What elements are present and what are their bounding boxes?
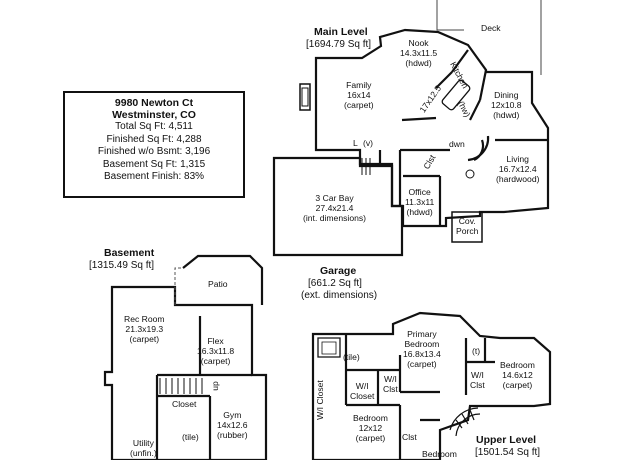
basement-area: [1315.49 Sq ft]: [89, 260, 155, 271]
tub: [317, 337, 341, 358]
finished-sqft: Finished Sq Ft: 4,288: [106, 133, 202, 145]
porch-outline: [451, 211, 483, 243]
garage-walls: [272, 156, 404, 257]
upper-bath-tile-small: (t): [472, 346, 481, 356]
garage-area: [661.2 Sq ft]: [308, 278, 362, 289]
upper-level-walls: [311, 311, 552, 460]
finished-without-basement: Finished w/o Bsmt: 3,196: [97, 146, 211, 157]
patio-outline: [174, 267, 183, 305]
main-level-walls: [314, 28, 550, 228]
bedroom-partial-label: Bedroom: [422, 449, 457, 459]
upper-level-area: [1501.54 Sq ft]: [475, 447, 541, 458]
upper-stairs: [449, 407, 481, 437]
kitchen-island: [441, 79, 471, 111]
upper-level-title: Upper Level: [476, 434, 537, 446]
basement-finish: Basement Finish: 83%: [103, 171, 205, 182]
address-city: Westminster, CO: [112, 109, 196, 121]
garage-title: Garage: [320, 265, 357, 277]
vent-label: (v): [363, 138, 374, 148]
laundry-label: L: [353, 138, 358, 148]
basement-stairs: [159, 378, 203, 394]
basement-bath-tile: (tile): [182, 432, 199, 442]
main-level-area: [1694.79 Sq ft]: [306, 39, 372, 50]
property-summary: 9980 Newton Ct Westminster, CO Total Sq …: [63, 91, 245, 198]
deck-outline: [436, 0, 542, 75]
porch-label: Cov.Porch: [456, 216, 479, 236]
basement-sqft: Basement Sq Ft: 1,315: [102, 158, 206, 170]
basement-up-label: up: [209, 381, 220, 391]
upper-bath-tile: (tile): [343, 352, 360, 362]
garage-note: (ext. dimensions): [301, 290, 378, 301]
utility-label: Utility(unfin.): [130, 438, 157, 458]
basement-title: Basement: [104, 247, 155, 259]
main-level-title: Main Level: [314, 26, 368, 38]
upper-closet-label: Clst: [402, 432, 417, 442]
wi-closet-left-label: W/I Closet: [314, 380, 325, 420]
basement-closet-label: Closet: [172, 399, 197, 409]
down-stairs-label: dwn: [449, 139, 465, 149]
deck-label: Deck: [481, 23, 501, 33]
patio-label: Patio: [208, 279, 228, 289]
address-street: 9980 Newton Ct: [114, 97, 194, 109]
total-sqft: Total Sq Ft: 4,511: [115, 121, 193, 132]
